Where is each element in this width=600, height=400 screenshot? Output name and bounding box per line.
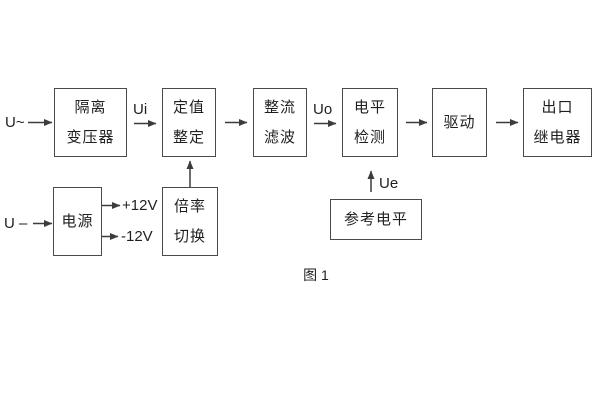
ui-signal-label: Ui — [133, 101, 148, 118]
block-isolation-transformer: 隔离 变压器 — [54, 88, 127, 157]
block-label: 整流 — [263, 98, 296, 116]
block-level-detect: 电平 检测 — [342, 88, 398, 157]
block-label: 滤波 — [263, 128, 296, 146]
block-rectifier-filter: 整流 滤波 — [253, 88, 307, 157]
block-label: 定值 — [172, 98, 205, 116]
figure-caption: 图 1 — [303, 267, 329, 283]
block-label: 检测 — [353, 128, 386, 146]
minus12v-label: -12V — [121, 228, 153, 245]
block-label: 切换 — [173, 227, 206, 245]
block-reference-level: 参考电平 — [330, 199, 422, 240]
uo-signal-label: Uo — [313, 101, 333, 118]
block-label: 继电器 — [533, 128, 582, 146]
ue-signal-label: Ue — [379, 175, 399, 192]
block-label: 出口 — [541, 98, 574, 116]
block-output-relay: 出口 继电器 — [523, 88, 592, 157]
dc-input-label: U – — [4, 215, 28, 232]
block-label: 隔离 — [74, 98, 107, 116]
block-label: 倍率 — [173, 197, 206, 215]
block-power-supply: 电源 — [53, 187, 102, 256]
ac-input-label: U~ — [5, 114, 25, 131]
block-setting-adjust: 定值 整定 — [162, 88, 216, 157]
block-label: 参考电平 — [343, 210, 408, 228]
block-ratio-switch: 倍率 切换 — [162, 187, 218, 256]
block-label: 电平 — [353, 98, 386, 116]
block-label: 电源 — [61, 212, 94, 230]
block-label: 整定 — [172, 128, 205, 146]
block-label: 驱动 — [443, 113, 476, 131]
block-label: 变压器 — [66, 128, 115, 146]
plus12v-label: +12V — [122, 197, 158, 214]
block-driver: 驱动 — [432, 88, 487, 157]
